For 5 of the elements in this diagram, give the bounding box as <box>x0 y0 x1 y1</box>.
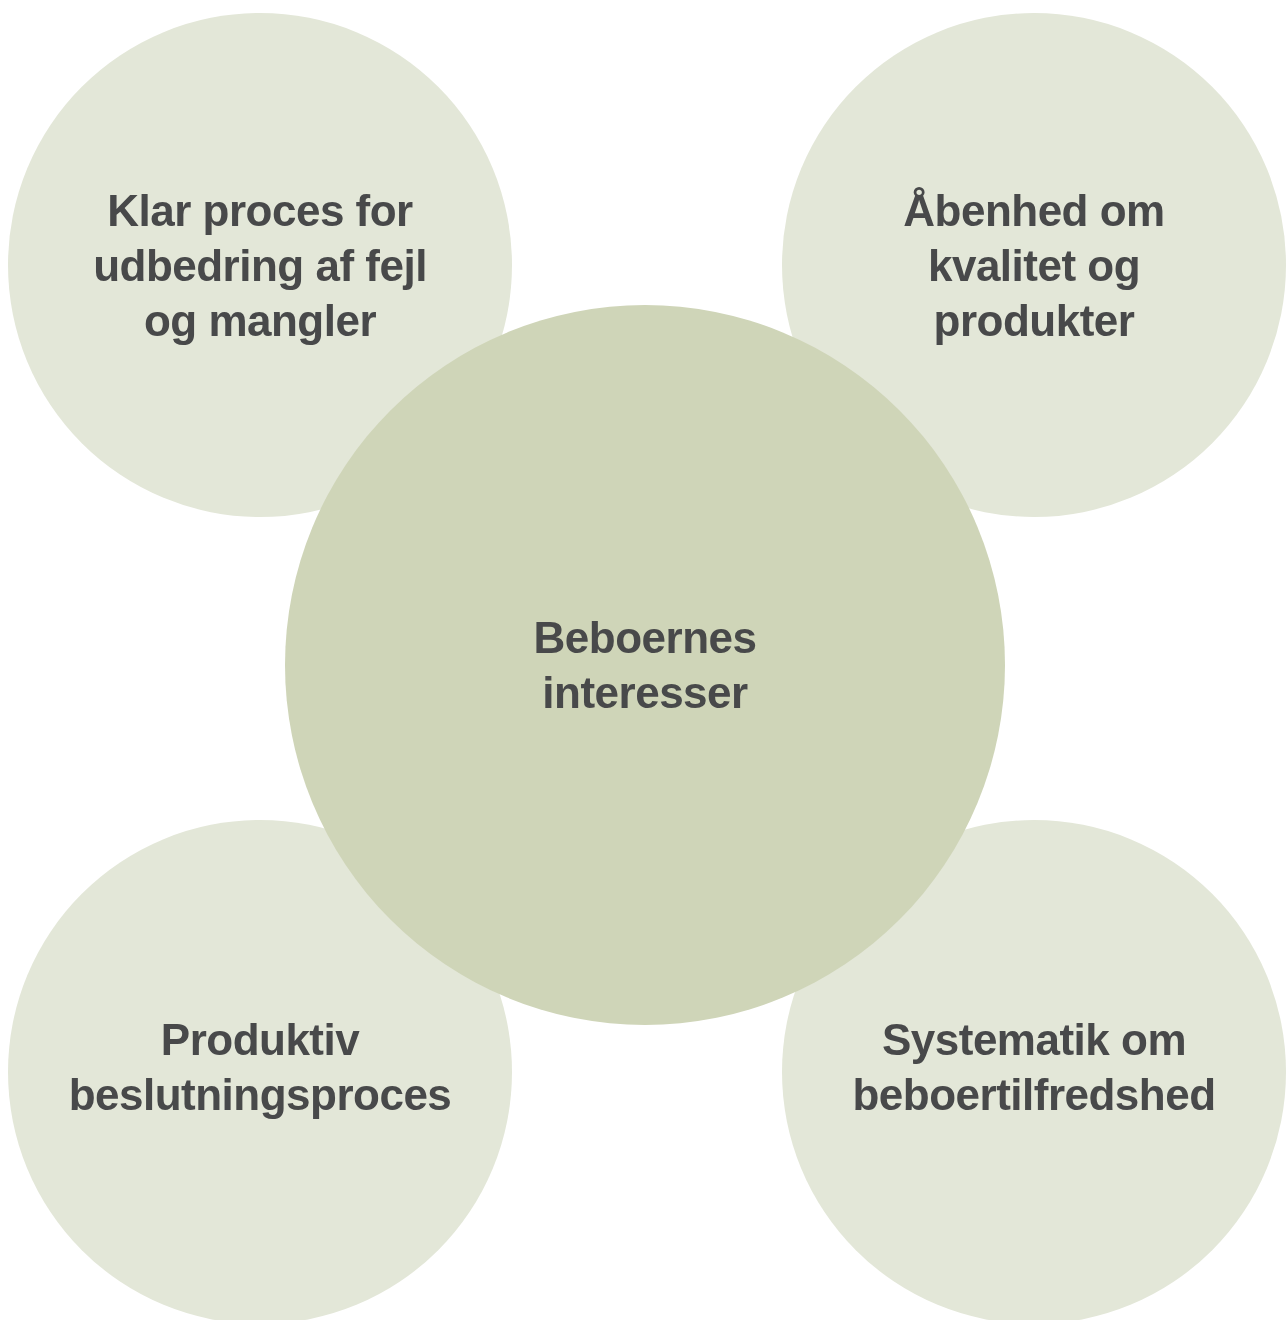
topic-label: Klar proces for udbedring af fejl og mangler <box>92 184 428 347</box>
topic-label: Produktiv beslutningsproces <box>67 1014 453 1121</box>
topic-label: Åbenhed om kvalitet og produkter <box>902 184 1166 347</box>
topic-label: Systematik om beboertilfredshed <box>851 1014 1217 1121</box>
topic-label: Beboernes interesser <box>532 612 758 719</box>
